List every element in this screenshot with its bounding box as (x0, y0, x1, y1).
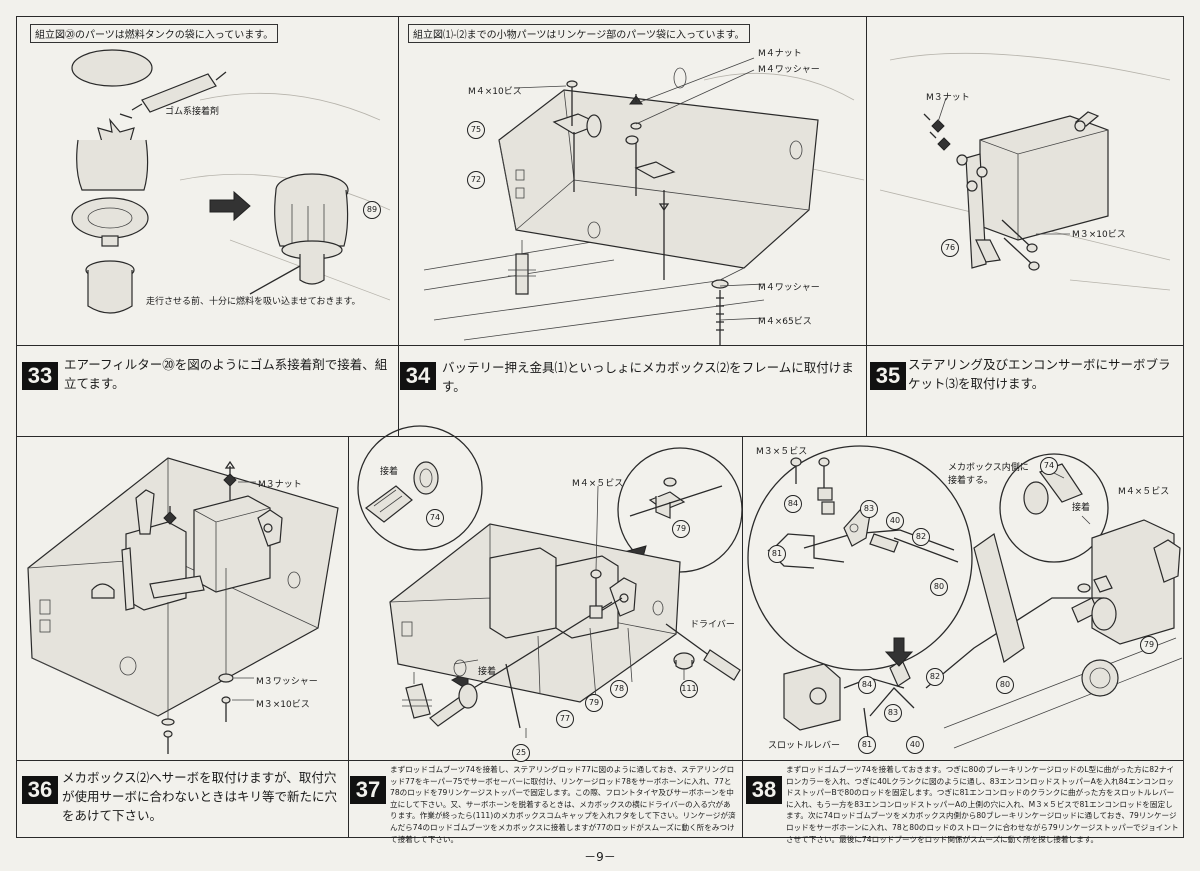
part-82: 82 (926, 668, 944, 686)
part-79: 79 (585, 694, 603, 712)
part-80-detail: 80 (930, 578, 948, 596)
glue-label: ゴム系接着剤 (165, 107, 220, 117)
part-82-detail: 82 (912, 528, 930, 546)
step-37-number: 37 (350, 776, 386, 804)
divider (16, 436, 1184, 437)
part-40: 40 (906, 736, 924, 754)
step-36-number: 36 (22, 776, 58, 804)
label-m3-nut: M３ナット (926, 93, 970, 103)
divider (348, 436, 349, 838)
fuel-note-label: 走行させる前、十分に燃料を吸い込ませておきます。 (146, 297, 361, 307)
label-m3-nut-36: M３ナット (258, 480, 302, 490)
part-25: 25 (512, 744, 530, 762)
step-35-text: ステアリング及びエンコンサーボにサーボブラケット⑶を取付けます。 (908, 357, 1171, 391)
divider (742, 436, 743, 838)
divider (398, 16, 399, 436)
part-79-38: 79 (1140, 636, 1158, 654)
page-frame (16, 16, 1184, 838)
part-81: 81 (858, 736, 876, 754)
label-throttle-lever: スロットルレバー (768, 741, 841, 751)
part-40-detail: 40 (886, 512, 904, 530)
label-driver: ドライバー (690, 620, 735, 630)
part-84-detail: 84 (784, 495, 802, 513)
part-75: 75 (467, 121, 485, 139)
step-38-text: まずロッドゴムブーツ74を接着しておきます。つぎに80のブレーキリンケージロッド… (786, 765, 1179, 844)
label-m4-washer: M４ワッシャー (758, 65, 820, 75)
part-72: 72 (467, 171, 485, 189)
air-filter-diagram (71, 49, 391, 314)
part-78: 78 (610, 680, 628, 698)
label-adhesive-top: 接着 (380, 467, 399, 477)
parts-bag-note-33: 組立図⑳のパーツは燃料タンクの袋に入っています。 (30, 24, 279, 43)
label-m3x10-screw: M３×10ビス (1072, 230, 1126, 240)
servo-install-diagram (27, 457, 339, 754)
throttle-linkage-diagram (747, 445, 1183, 749)
part-111: 111 (680, 680, 698, 698)
step-37-text: まずロッドゴムブーツ74を接着し、ステアリングロッド77に図のように通しておき、… (390, 765, 736, 844)
step-36-text: メカボックス⑵へサーボを取付けますが、取付穴が使用サーボに合わないときはキリ等で… (62, 770, 338, 823)
label-m4-washer-bottom: M４ワッシャー (758, 283, 820, 293)
step-35-number: 35 (870, 362, 906, 390)
step-34-number: 34 (400, 362, 436, 390)
step-38-number: 38 (746, 776, 782, 804)
divider (16, 345, 1184, 346)
part-77: 77 (556, 710, 574, 728)
label-inner-side: メカボックス内側に 接着する。 (948, 463, 1029, 486)
part-83: 83 (884, 704, 902, 722)
part-74-38: 74 (1040, 457, 1058, 475)
parts-bag-note-34: 組立図⑴-⑵までの小物パーツはリンケージ部のパーツ袋に入っています。 (408, 24, 750, 43)
page-number: －9－ (584, 850, 616, 864)
label-m4-nut: M４ナット (758, 49, 802, 59)
part-80: 80 (996, 676, 1014, 694)
part-76: 76 (941, 239, 959, 257)
part-79-detail: 79 (672, 520, 690, 538)
divider (16, 760, 1184, 761)
label-m4x5-screw-38: M４×５ビス (1118, 487, 1170, 497)
step-33-text: エアーフィルター⑳を図のようにゴム系接着剤で接着、組立てます。 (64, 357, 388, 391)
label-adhesive-38: 接着 (1072, 503, 1091, 513)
steering-linkage-diagram (357, 425, 743, 738)
step-34-text: バッテリー押え金具⑴といっしょにメカボックス⑵をフレームに取付けます。 (442, 360, 854, 394)
step-33-number: 33 (22, 362, 58, 390)
part-84: 84 (858, 676, 876, 694)
part-89: 89 (363, 201, 381, 219)
part-83-detail: 83 (860, 500, 878, 518)
servo-bracket-diagram (879, 52, 1171, 291)
mecha-box-diagram (423, 57, 865, 346)
label-m3-washer-36: M３ワッシャー (256, 677, 318, 687)
label-m4x5-screw-37: M４×５ビス (572, 479, 624, 489)
part-74-37: 74 (426, 509, 444, 527)
label-m4x10-screw: M４×10ビス (468, 87, 522, 97)
label-m3x10-screw-36: M３×10ビス (256, 700, 310, 710)
label-m4x65-screw: M４×65ビス (758, 317, 812, 327)
label-m3x5-screw: M３×５ビス (756, 447, 808, 457)
label-adhesive-bottom: 接着 (478, 667, 497, 677)
divider (866, 16, 867, 436)
part-81-detail: 81 (768, 545, 786, 563)
